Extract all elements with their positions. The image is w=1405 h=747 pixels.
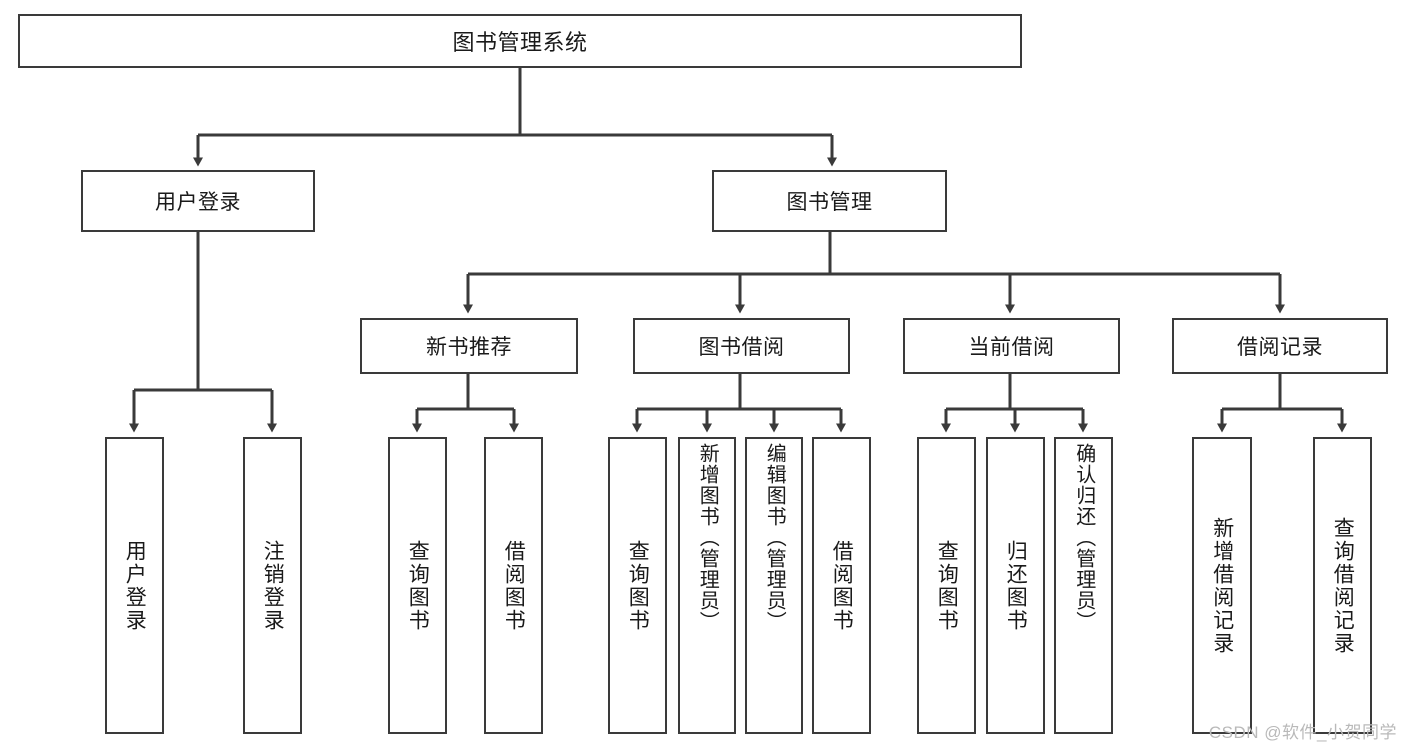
node-leaf-edit-book[interactable]: 编辑图书（管理员） xyxy=(745,437,803,734)
node-leaf-confirm-return-label: 确认归还（管理员） xyxy=(1072,443,1095,632)
node-leaf-user-login-label: 用户登录 xyxy=(123,539,147,632)
node-borrow-record[interactable]: 借阅记录 xyxy=(1172,318,1388,374)
node-new-book-recommend-label: 新书推荐 xyxy=(426,336,512,359)
node-borrow-record-label: 借阅记录 xyxy=(1237,336,1323,359)
node-leaf-add-record-label: 新增借阅记录 xyxy=(1210,516,1234,655)
node-current-borrow-label: 当前借阅 xyxy=(968,336,1055,359)
node-leaf-borrow-book-1[interactable]: 借阅图书 xyxy=(484,437,543,734)
node-user-login-label: 用户登录 xyxy=(155,191,241,214)
node-user-login[interactable]: 用户登录 xyxy=(81,170,315,232)
node-book-borrow[interactable]: 图书借阅 xyxy=(633,318,850,374)
node-leaf-confirm-return[interactable]: 确认归还（管理员） xyxy=(1054,437,1113,734)
watermark-text: CSDN @软件_小贺同学 xyxy=(1208,723,1397,742)
node-leaf-query-book-3[interactable]: 查询图书 xyxy=(917,437,976,734)
node-leaf-user-login[interactable]: 用户登录 xyxy=(105,437,164,734)
node-leaf-query-book-2[interactable]: 查询图书 xyxy=(608,437,667,734)
node-leaf-query-record[interactable]: 查询借阅记录 xyxy=(1313,437,1372,734)
node-leaf-query-book-1[interactable]: 查询图书 xyxy=(388,437,447,734)
node-leaf-query-record-label: 查询借阅记录 xyxy=(1331,516,1355,655)
node-leaf-query-book-3-label: 查询图书 xyxy=(935,539,959,632)
node-leaf-add-book[interactable]: 新增图书（管理员） xyxy=(678,437,736,734)
node-book-manage-label: 图书管理 xyxy=(786,191,873,214)
node-current-borrow[interactable]: 当前借阅 xyxy=(903,318,1120,374)
node-leaf-add-record[interactable]: 新增借阅记录 xyxy=(1192,437,1252,734)
node-book-manage[interactable]: 图书管理 xyxy=(712,170,947,232)
node-leaf-borrow-book-1-label: 借阅图书 xyxy=(502,539,526,632)
node-leaf-logout[interactable]: 注销登录 xyxy=(243,437,302,734)
node-root-label: 图书管理系统 xyxy=(452,30,588,55)
node-leaf-add-book-label: 新增图书（管理员） xyxy=(696,443,719,632)
node-leaf-edit-book-label: 编辑图书（管理员） xyxy=(763,443,786,632)
node-leaf-logout-label: 注销登录 xyxy=(261,539,285,632)
node-book-borrow-label: 图书借阅 xyxy=(698,336,785,359)
node-root[interactable]: 图书管理系统 xyxy=(18,14,1022,68)
node-leaf-query-book-1-label: 查询图书 xyxy=(406,539,430,632)
node-leaf-return-book[interactable]: 归还图书 xyxy=(986,437,1045,734)
node-leaf-borrow-book-2[interactable]: 借阅图书 xyxy=(812,437,871,734)
node-leaf-borrow-book-2-label: 借阅图书 xyxy=(830,539,854,632)
node-leaf-return-book-label: 归还图书 xyxy=(1004,539,1028,632)
node-leaf-query-book-2-label: 查询图书 xyxy=(626,539,650,632)
node-new-book-recommend[interactable]: 新书推荐 xyxy=(360,318,578,374)
